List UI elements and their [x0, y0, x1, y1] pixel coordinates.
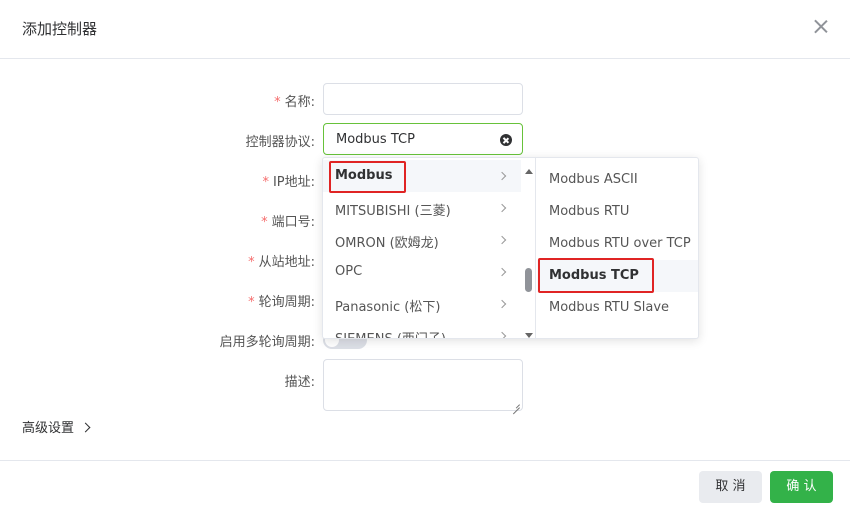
chevron-right-icon: [80, 422, 91, 433]
cascader-scrollbar[interactable]: [522, 158, 535, 338]
desc-textarea[interactable]: [323, 359, 523, 411]
desc-label: 描述:: [284, 375, 315, 390]
footer-divider: [0, 460, 850, 461]
name-row: *名称:: [0, 83, 850, 115]
name-input[interactable]: [323, 83, 523, 115]
required-mark: *: [274, 95, 281, 110]
chevron-right-icon: [497, 171, 507, 181]
cascader-item-opc[interactable]: OPC: [323, 256, 521, 288]
protocol-value: Modbus TCP: [336, 132, 415, 147]
chevron-right-icon: [497, 267, 507, 277]
scroll-down-icon[interactable]: [525, 333, 533, 338]
slave-row: *从站地址:: [0, 243, 850, 275]
protocol-label: 控制器协议:: [245, 135, 315, 150]
poll-label: *轮询周期:: [248, 295, 315, 310]
confirm-button[interactable]: 确 认: [770, 471, 833, 503]
required-mark: *: [248, 255, 255, 270]
port-row: *端口号:: [0, 203, 850, 235]
scrollbar-thumb[interactable]: [525, 268, 532, 292]
chevron-right-icon: [497, 203, 507, 213]
clear-icon[interactable]: [500, 134, 512, 146]
advanced-settings-toggle[interactable]: 高级设置: [22, 417, 91, 436]
protocol-cascader-dropdown: Modbus MITSUBISHI (三菱) OMRON (欧姆龙) OPC P…: [322, 157, 699, 339]
protocol-row: 控制器协议: Modbus TCP: [0, 123, 850, 155]
cascader-item-modbus-ascii[interactable]: Modbus ASCII: [549, 172, 638, 187]
required-mark: *: [248, 295, 255, 310]
highlight-box-modbus: [329, 161, 406, 193]
chevron-right-icon: [497, 235, 507, 245]
resize-grip-icon[interactable]: [513, 401, 520, 408]
chevron-right-icon: [497, 331, 507, 338]
scroll-up-icon[interactable]: [525, 169, 533, 174]
cascader-menu-vendor: Modbus MITSUBISHI (三菱) OMRON (欧姆龙) OPC P…: [323, 158, 536, 338]
cascader-item-modbus-rtu-over-tcp[interactable]: Modbus RTU over TCP: [549, 236, 691, 251]
header-divider: [0, 58, 850, 59]
cascader-item-mitsubishi[interactable]: MITSUBISHI (三菱): [323, 192, 521, 224]
ip-row: *IP地址:: [0, 163, 850, 195]
required-mark: *: [262, 175, 269, 190]
cascader-item-modbus-rtu-slave[interactable]: Modbus RTU Slave: [549, 300, 670, 315]
dialog-header: 添加控制器: [0, 0, 850, 58]
advanced-settings-label: 高级设置: [22, 421, 75, 436]
slave-label: *从站地址:: [248, 255, 315, 270]
multi-poll-label: 启用多轮询周期:: [219, 335, 315, 350]
chevron-right-icon: [497, 299, 507, 309]
cascader-item-modbus[interactable]: Modbus: [323, 160, 521, 192]
cancel-button[interactable]: 取 消: [699, 471, 762, 503]
cascader-item-modbus-tcp[interactable]: Modbus TCP: [537, 260, 698, 292]
highlight-box-modbus-tcp: [538, 258, 654, 293]
desc-row: 描述:: [0, 359, 850, 411]
cascader-item-omron[interactable]: OMRON (欧姆龙): [323, 224, 521, 256]
close-icon[interactable]: [811, 17, 831, 37]
protocol-select[interactable]: Modbus TCP: [323, 123, 523, 155]
cascader-menu-protocol: Modbus ASCII Modbus RTU Modbus RTU over …: [537, 158, 698, 338]
cascader-item-panasonic[interactable]: Panasonic (松下): [323, 288, 521, 320]
cascader-item-siemens[interactable]: SIEMENS (西门子): [323, 320, 521, 338]
ip-label: *IP地址:: [262, 175, 315, 190]
port-label: *端口号:: [261, 215, 315, 230]
poll-row: *轮询周期:: [0, 283, 850, 315]
dialog-title: 添加控制器: [22, 20, 98, 38]
name-label: *名称:: [274, 95, 315, 110]
cascader-item-modbus-rtu[interactable]: Modbus RTU: [549, 204, 630, 219]
required-mark: *: [261, 215, 268, 230]
